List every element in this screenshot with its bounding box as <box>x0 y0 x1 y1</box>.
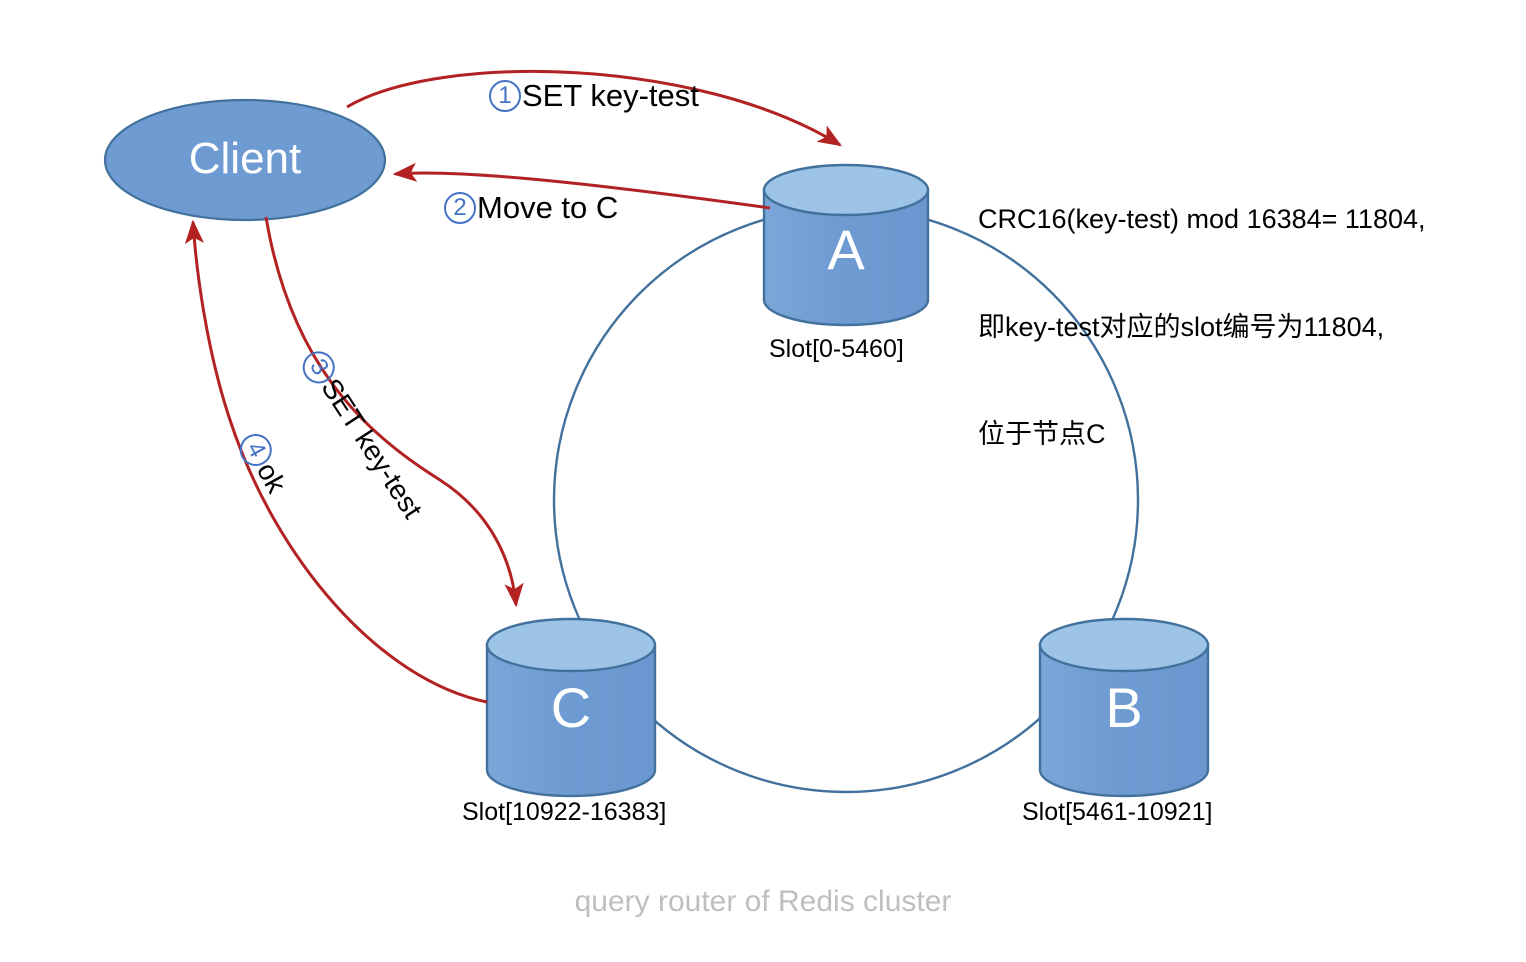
step-2-text: Move to C <box>477 190 619 225</box>
crc-note-line-1: CRC16(key-test) mod 16384= 11804, <box>978 203 1426 234</box>
arrow-step-1 <box>346 69 843 147</box>
node-b-shape <box>1038 617 1210 798</box>
diagram-caption: query router of Redis cluster <box>574 885 952 918</box>
step-2-label: 2 Move to C <box>444 190 618 226</box>
node-c-shape <box>485 617 657 798</box>
step-1-badge: 1 <box>489 80 521 112</box>
step-2-badge: 2 <box>444 192 476 224</box>
node-a-slot-label: Slot[0-5460] <box>769 335 904 363</box>
arrow-step-2 <box>392 162 771 210</box>
crc-note: CRC16(key-test) mod 16384= 11804, 即key-t… <box>978 130 1426 525</box>
step-1-label: 1 SET key-test <box>489 78 699 114</box>
node-b-letter: B <box>1105 676 1143 739</box>
crc-note-line-2: 即key-test对应的slot编号为11804, <box>978 311 1385 342</box>
client-shape <box>103 98 387 222</box>
node-a-shape <box>762 163 930 327</box>
node-a-letter: A <box>827 218 865 281</box>
client-label: Client <box>188 134 302 183</box>
node-c-letter: C <box>550 676 592 739</box>
node-b-slot-label: Slot[5461-10921] <box>1022 798 1213 826</box>
arrow-step-4 <box>184 219 488 704</box>
node-c-slot-label: Slot[10922-16383] <box>462 798 667 826</box>
arrow-step-3 <box>264 216 524 608</box>
crc-note-line-3: 位于节点C <box>978 419 1106 450</box>
step-1-text: SET key-test <box>522 78 699 113</box>
